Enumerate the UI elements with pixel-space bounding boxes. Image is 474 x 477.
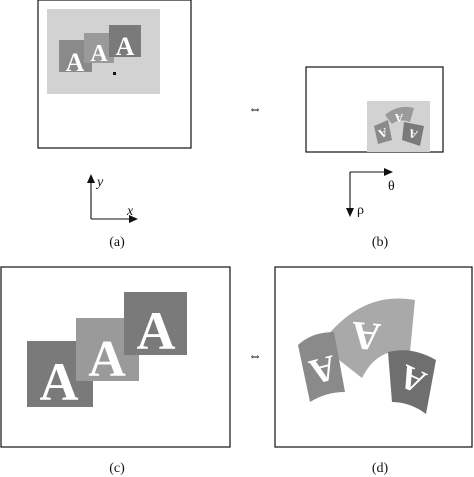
panel-label-b: (b) [372,235,389,250]
panel-d-warp-2 [320,298,415,378]
panel-d: A A A [274,266,473,448]
panel-a-square-3 [109,25,141,57]
panel-c-letter-3: A [137,301,176,361]
equivalence-symbol-top: ⇔ [248,102,262,117]
polar-axes: θ ρ [346,168,395,218]
y-axis-arrowhead [87,174,95,183]
panel-b-letter-2: A [394,111,403,125]
rho-axis-arrowhead [346,208,354,217]
panel-b-warp-1 [374,120,392,144]
panel-b-warp-2 [385,106,414,124]
panel-d-letter-2: A [349,313,382,360]
panel-c-letter-2: A [88,331,126,388]
equivalence-symbol-bottom: ⇔ [248,349,262,364]
panel-d-frame [274,266,473,448]
panel-c: A A A [0,266,231,448]
panel-c-letter-1: A [40,352,79,412]
x-axis-arrowhead [129,215,138,223]
panel-a-center-dot [113,72,116,75]
panel-a-letter-1: A [66,48,85,77]
rho-axis-label: ρ [357,203,364,218]
panel-label-c: (c) [109,461,125,476]
panel-a-letter-2: A [90,41,108,67]
panel-c-square-3 [124,292,187,355]
x-axis-label: x [126,204,134,219]
panel-b: A A A [305,66,444,153]
theta-axis-label: θ [388,179,395,194]
panel-d-warp-1 [298,332,345,402]
theta-axis-arrowhead [384,168,393,176]
panel-label-a: (a) [109,235,125,250]
panel-a: A A A [37,0,192,149]
panel-d-warp-3 [388,350,436,414]
panel-a-letter-3: A [116,32,135,61]
panel-a-frame [37,0,192,149]
y-axis-label: y [95,175,104,190]
panel-b-warp-3 [402,122,424,146]
cartesian-axes: y x [87,174,138,223]
panel-c-frame [0,266,231,448]
panel-label-d: (d) [372,461,389,476]
